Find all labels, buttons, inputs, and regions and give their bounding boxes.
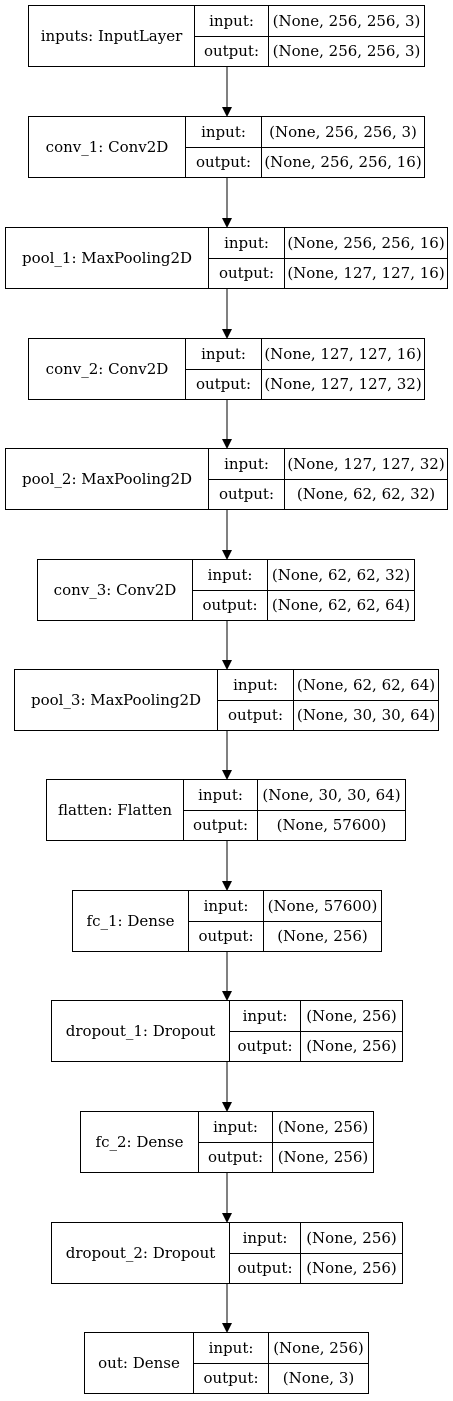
node-dropout-1: dropout_1: Dropout input: output: (None,… <box>51 1000 403 1062</box>
output-shape: (None, 127, 127, 32) <box>262 368 424 400</box>
input-shape: (None, 127, 127, 16) <box>264 344 422 363</box>
input-label: input: <box>224 454 269 473</box>
input-shape: (None, 256, 256, 3) <box>269 122 417 141</box>
input-label: input: <box>208 1338 254 1357</box>
input-label: input: <box>203 896 249 915</box>
input-shape: (None, 256, 256, 3) <box>272 11 421 30</box>
node-pool-1: pool_1: MaxPooling2D input: output: (Non… <box>5 227 448 289</box>
input-shape: (None, 256, 256, 16) <box>287 233 445 252</box>
node-flatten: flatten: Flatten input: output: (None, 3… <box>46 779 406 841</box>
node-fc-1: fc_1: Dense input: output: (None, 57600)… <box>72 890 382 952</box>
input-label: input: <box>233 675 278 694</box>
node-label: out: Dense <box>85 1333 194 1393</box>
output-shape: (None, 3) <box>269 1362 368 1394</box>
input-shape: (None, 256) <box>277 1117 369 1136</box>
input-shape: (None, 30, 30, 64) <box>262 785 401 804</box>
node-conv-1: conv_1: Conv2D input: output: (None, 256… <box>28 116 425 178</box>
input-label: input: <box>242 1006 288 1025</box>
output-label: output: <box>189 920 263 952</box>
output-shape: (None, 256, 256, 16) <box>262 146 424 178</box>
output-label: output: <box>186 368 261 400</box>
input-label: input: <box>198 785 243 804</box>
input-shape: (None, 57600) <box>267 896 378 915</box>
node-label: conv_3: Conv2D <box>38 560 193 620</box>
input-shape: (None, 62, 62, 32) <box>271 565 411 584</box>
node-pool-2: pool_2: MaxPooling2D input: output: (Non… <box>5 448 448 510</box>
node-label: pool_1: MaxPooling2D <box>6 228 209 288</box>
node-label: pool_2: MaxPooling2D <box>6 449 209 509</box>
output-label: output: <box>230 1030 300 1062</box>
input-label: input: <box>213 1117 258 1136</box>
node-label: conv_1: Conv2D <box>29 117 186 177</box>
node-label: conv_2: Conv2D <box>29 339 186 399</box>
output-shape: (None, 57600) <box>258 809 405 841</box>
input-label: input: <box>201 344 246 363</box>
input-label: input: <box>201 122 246 141</box>
output-label: output: <box>194 1362 268 1394</box>
node-label: flatten: Flatten <box>47 780 184 840</box>
output-label: output: <box>186 146 261 178</box>
output-label: output: <box>184 809 257 841</box>
output-label: output: <box>230 1252 300 1284</box>
output-shape: (None, 256, 256, 3) <box>269 35 424 67</box>
input-label: input: <box>209 11 254 30</box>
output-label: output: <box>218 699 293 731</box>
output-shape: (None, 62, 62, 32) <box>285 478 447 510</box>
node-label: pool_3: MaxPooling2D <box>15 670 218 730</box>
input-shape: (None, 256) <box>273 1338 364 1357</box>
output-shape: (None, 30, 30, 64) <box>294 699 438 731</box>
input-label: input: <box>224 233 269 252</box>
output-label: output: <box>195 35 268 67</box>
output-shape: (None, 256) <box>273 1141 373 1173</box>
node-out: out: Dense input: output: (None, 256) (N… <box>84 1332 369 1394</box>
input-shape: (None, 127, 127, 32) <box>287 454 445 473</box>
node-label: fc_2: Dense <box>81 1112 199 1172</box>
node-label: fc_1: Dense <box>73 891 189 951</box>
node-conv-3: conv_3: Conv2D input: output: (None, 62,… <box>37 559 415 621</box>
node-pool-3: pool_3: MaxPooling2D input: output: (Non… <box>14 669 439 731</box>
output-shape: (None, 256) <box>264 920 381 952</box>
input-shape: (None, 256) <box>306 1228 397 1247</box>
input-shape: (None, 62, 62, 64) <box>296 675 436 694</box>
output-shape: (None, 62, 62, 64) <box>268 589 414 621</box>
output-shape: (None, 256) <box>301 1030 402 1062</box>
output-shape: (None, 127, 127, 16) <box>285 257 447 289</box>
node-dropout-2: dropout_2: Dropout input: output: (None,… <box>51 1222 403 1284</box>
node-label: dropout_1: Dropout <box>52 1001 230 1061</box>
node-inputs: inputs: InputLayer input: output: (None,… <box>28 5 425 67</box>
node-label: dropout_2: Dropout <box>52 1223 230 1283</box>
output-label: output: <box>199 1141 272 1173</box>
output-label: output: <box>209 257 284 289</box>
node-label: inputs: InputLayer <box>29 6 195 66</box>
input-label: input: <box>207 565 253 584</box>
input-shape: (None, 256) <box>306 1006 397 1025</box>
output-label: output: <box>193 589 267 621</box>
output-shape: (None, 256) <box>301 1252 402 1284</box>
input-label: input: <box>242 1228 288 1247</box>
output-label: output: <box>209 478 284 510</box>
node-fc-2: fc_2: Dense input: output: (None, 256) (… <box>80 1111 374 1173</box>
node-conv-2: conv_2: Conv2D input: output: (None, 127… <box>28 338 425 400</box>
